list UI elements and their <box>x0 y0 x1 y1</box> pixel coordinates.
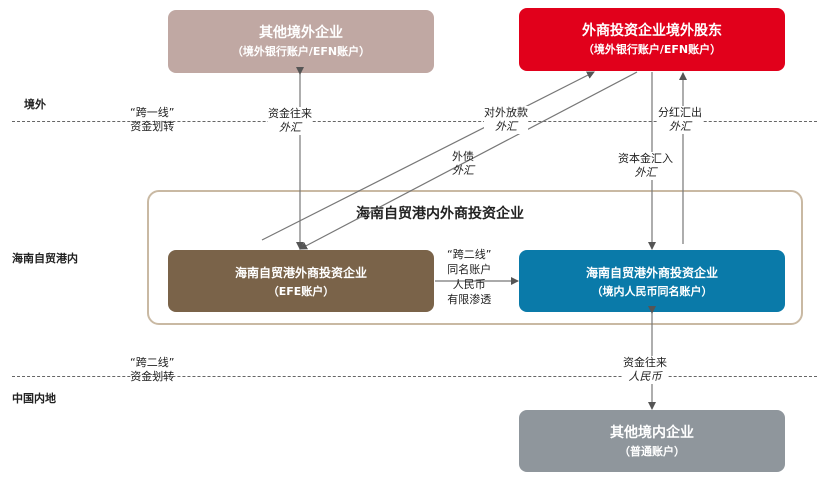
other-offshore-enterprise-box: 其他境外企业 （境外银行账户/EFN账户） <box>168 10 434 73</box>
region-label-mainland: 中国内地 <box>12 392 56 405</box>
other-domestic-enterprise-box: 其他境内企业 （普通账户） <box>519 410 785 472</box>
foreign-debt-arrow <box>299 71 638 250</box>
zone-title: 海南自贸港内外商投资企业 <box>356 206 524 222</box>
same-name-subtitle: （境内人民币同名账户） <box>591 284 713 298</box>
efe-subtitle: （EFE账户） <box>267 284 335 298</box>
other-offshore-title: 其他境外企业 <box>259 25 343 41</box>
capital-offshore-label: 资金往来 外汇 <box>268 107 312 135</box>
external-loan-label: 对外放款 外汇 <box>484 106 528 134</box>
foreign-shareholder-title: 外商投资企业境外股东 <box>582 23 722 39</box>
first-line-label: “跨一线” 资金划转 <box>130 106 175 133</box>
foreign-shareholder-subtitle: （境外银行账户/EFN账户） <box>582 43 722 56</box>
foreign-debt-label: 外债 外汇 <box>452 150 474 177</box>
same-name-account-box: 海南自贸港外商投资企业 （境内人民币同名账户） <box>519 250 785 312</box>
second-line-flow-label: “跨二线” 同名账户 人民币 有限渗透 <box>447 248 492 306</box>
region-label-hainan: 海南自贸港内 <box>12 252 78 265</box>
other-offshore-subtitle: （境外银行账户/EFN账户） <box>231 45 371 58</box>
efe-account-box: 海南自贸港外商投资企业 （EFE账户） <box>168 250 434 312</box>
hainan-enterprise-zone <box>147 190 803 325</box>
second-line-boundary <box>12 376 817 377</box>
foreign-shareholder-box: 外商投资企业境外股东 （境外银行账户/EFN账户） <box>519 8 785 71</box>
efe-title: 海南自贸港外商投资企业 <box>234 265 367 280</box>
capital-domestic-label: 资金往来 人民币 <box>623 356 667 384</box>
region-label-offshore: 境外 <box>24 98 46 111</box>
second-line-label: “跨二线” 资金划转 <box>130 356 175 383</box>
first-line-boundary <box>12 121 817 122</box>
same-name-title: 海南自贸港外商投资企业 <box>585 265 718 280</box>
other-domestic-title: 其他境内企业 <box>610 424 694 441</box>
external-loan-arrow <box>261 71 595 241</box>
dividend-label: 分红汇出 外汇 <box>658 106 702 134</box>
capital-inflow-label: 资本金汇入 外汇 <box>618 152 673 180</box>
other-domestic-subtitle: （普通账户） <box>619 444 685 458</box>
